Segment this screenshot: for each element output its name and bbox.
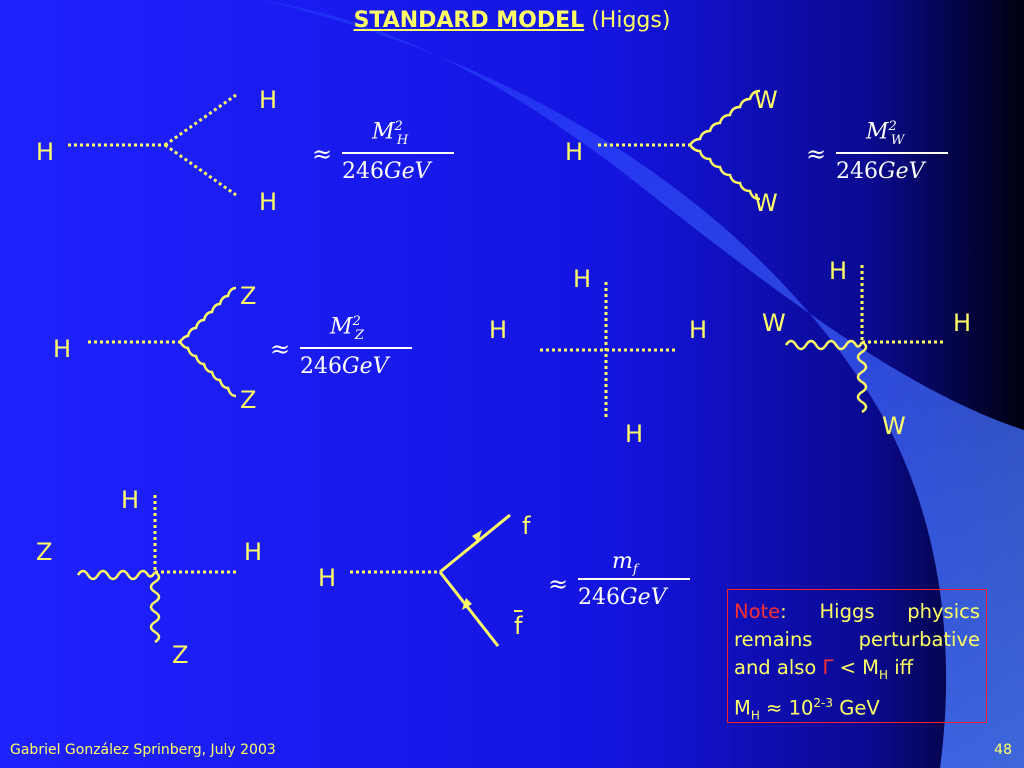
hzz-label-in: H [53,335,72,363]
hzz-label-out2: Z [240,386,257,414]
hww-label-out1: W [754,86,778,114]
title-main: STANDARD MODEL [353,8,585,33]
hhhh-label-left: H [489,316,508,344]
formula-hzz-mass: M [330,314,353,340]
hff-line-out1 [439,513,511,574]
note-approx: ≈ 10 [759,696,814,720]
slide-footer: Gabriel González Sprinberg, July 2003 [10,742,276,758]
formula-hww-den-num: 246 [836,159,878,184]
formula-hff-bar [578,578,690,580]
hww-label-out2: W [754,189,778,217]
zzhh-label-left: Z [36,538,53,566]
formula-hhh: ≈ M2H 246GeV [312,115,462,190]
formula-hzz-approx: ≈ [270,335,291,363]
hww-label-in: H [565,138,584,166]
hff-arrow-out1 [472,530,482,542]
hww-wave-out2 [688,144,761,201]
formula-hww-mass: M [866,119,889,145]
hhhh-label-right: H [689,316,708,344]
zzhh-label-bottom: Z [172,641,189,669]
formula-hww-sup: 2 [888,119,897,134]
note-sub-h2: H [750,708,760,723]
zzhh-wave-bottom [149,570,161,644]
note-box: Note: Higgs physics remains perturbative… [727,589,987,723]
wwhh-label-right: H [953,309,972,337]
note-label: Note [734,600,781,623]
formula-hww-bar [836,152,948,154]
note-gamma: Γ [822,656,834,679]
hww-wave-out1 [688,89,761,146]
formula-hhh-approx: ≈ [312,140,333,168]
hhh-label-out2: H [259,188,278,216]
hff-arrow-out2 [462,598,472,610]
formula-hww: ≈ M2W 246GeV [806,115,956,190]
formula-hhh-den-num: 246 [342,159,384,184]
formula-hzz: ≈ M2Z 246GeV [270,310,420,385]
formula-hff-sub: f [632,562,638,578]
note-sub-h: H [878,667,889,682]
page-number: 48 [994,742,1012,758]
note-unit: GeV [833,696,880,720]
hhh-label-in: H [36,138,55,166]
formula-hww-sub: W [890,132,905,148]
note-iff: iff [888,656,914,679]
wwhh-label-bottom: W [882,412,906,440]
formula-hww-den-unit: GeV [878,159,925,184]
wwhh-label-left: W [762,309,786,337]
formula-hzz-den-unit: GeV [342,354,389,379]
note-exp: 2-3 [813,695,834,710]
wwhh-label-top: H [829,257,848,285]
formula-hff: ≈ mf 246GeV [548,545,698,620]
hhh-line-out2 [164,143,237,197]
hhhh-label-top: H [573,265,592,293]
formula-hhh-mass: M [372,119,395,145]
hhhh-label-bottom: H [625,420,644,448]
wwhh-wave-left [784,339,864,351]
formula-hff-den-num: 246 [578,585,620,610]
hzz-wave-out1 [178,286,237,343]
formula-hzz-den-num: 246 [300,354,342,379]
hzz-wave-out2 [178,341,237,398]
hff-line-out2 [438,571,500,647]
title-sub: (Higgs) [591,8,671,33]
hhh-line-out1 [164,93,237,147]
note-less: < M [833,656,879,679]
zzhh-label-top: H [121,486,140,514]
formula-hff-den-unit: GeV [620,585,667,610]
formula-hzz-bar [300,347,412,349]
formula-hzz-sup: 2 [352,314,361,329]
formula-hhh-sup: 2 [394,119,403,134]
note-mh: M [734,696,751,720]
hzz-label-out1: Z [240,282,257,310]
hff-label-in: H [318,564,337,592]
zzhh-wave-left [76,569,157,581]
hff-label-out1: f [522,512,531,540]
formula-hff-mass: m [612,549,633,574]
formula-hww-approx: ≈ [806,140,827,168]
hhh-label-out1: H [259,86,278,114]
note-colon: : [780,600,787,623]
formula-hzz-sub: Z [354,327,364,343]
note-text: Higgs physics remains perturbative and a… [734,600,980,679]
hff-label-out2: f [514,612,523,640]
formula-hff-approx: ≈ [548,570,569,598]
slide-title: STANDARD MODEL (Higgs) [0,8,1024,33]
formula-hhh-bar [342,152,454,154]
zzhh-label-right: H [244,538,263,566]
formula-hhh-sub: H [396,132,409,148]
wwhh-wave-bottom [856,340,868,414]
formula-hhh-den-unit: GeV [384,159,431,184]
